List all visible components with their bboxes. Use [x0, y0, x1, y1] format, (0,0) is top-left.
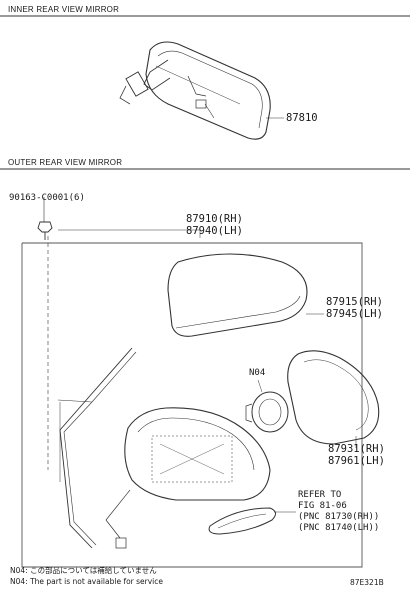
part-number-screw: 90163-C0001(6) — [9, 193, 85, 203]
part-number-cap-lh: 87945(LH) — [326, 308, 383, 320]
door-panel-drawing — [57, 347, 137, 549]
refer-line-1: REFER TO — [298, 490, 342, 500]
part-number-glass-lh: 87961(LH) — [328, 455, 385, 467]
refer-line-4: (PNC 81740(LH)) — [298, 523, 380, 533]
footnote-english: N04: The part is not available for servi… — [10, 577, 164, 586]
section-title-outer: OUTER REAR VIEW MIRROR — [8, 158, 123, 167]
part-number-inner-mirror: 87810 — [286, 112, 318, 124]
mirror-housing-drawing — [105, 407, 271, 549]
inner-mirror-drawing — [119, 41, 284, 140]
part-number-cover-rh: 87910(RH) — [186, 213, 243, 225]
turn-signal-drawing — [208, 507, 296, 535]
refer-line-2: FIG 81-06 — [298, 501, 347, 511]
part-number-cap-rh: 87915(RH) — [326, 296, 383, 308]
part-number-cover-lh: 87940(LH) — [186, 225, 243, 237]
refer-line-3: (PNC 81730(RH)) — [298, 512, 380, 522]
outer-frame — [21, 242, 363, 568]
figure-code: 87E321B — [350, 578, 384, 587]
footnote-japanese: N04: この部品については補給していません — [10, 566, 157, 575]
screw-drawing — [37, 221, 53, 240]
mirror-motor-drawing — [245, 379, 289, 433]
section-title-inner: INNER REAR VIEW MIRROR — [8, 5, 120, 14]
part-number-glass-rh: 87931(RH) — [328, 443, 385, 455]
label-motor-n04: N04 — [249, 368, 266, 378]
mirror-glass-drawing — [287, 350, 380, 448]
mirror-cover-drawing — [167, 253, 324, 337]
